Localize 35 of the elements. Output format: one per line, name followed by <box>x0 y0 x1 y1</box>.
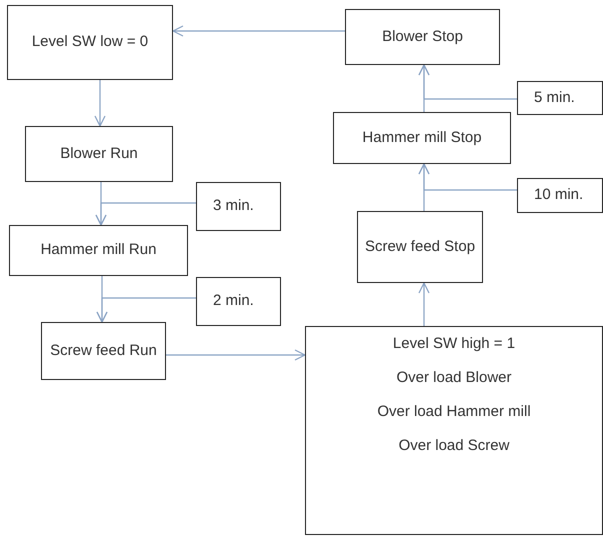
arrow <box>166 349 306 361</box>
timer-box <box>517 81 603 115</box>
condition-box <box>305 326 603 535</box>
delay-label: 5 min. <box>534 88 575 108</box>
delay-label: 2 min. <box>213 291 254 312</box>
process-box <box>9 225 188 276</box>
delay-label: 10 min. <box>534 185 584 206</box>
arrow <box>418 163 517 191</box>
step-label: Blower Stop <box>382 26 463 47</box>
arrow <box>172 25 345 37</box>
timer-box <box>196 277 281 326</box>
process-box <box>357 211 483 283</box>
arrow <box>96 297 196 323</box>
step-label: Screw feed Run <box>50 340 157 361</box>
process-box <box>41 322 166 380</box>
arrow <box>418 282 430 326</box>
timer-box <box>517 178 603 213</box>
step-label: Hammer mill Stop <box>362 128 482 148</box>
arrow <box>94 80 106 127</box>
condition-label: Over load Hammer mill <box>377 402 531 422</box>
delay-label: 3 min. <box>213 196 254 216</box>
condition-label: Level SW high = 1 <box>392 334 516 354</box>
condition-label: Over load Screw <box>398 436 510 456</box>
condition-label: Over load Blower <box>396 368 512 388</box>
arrow <box>95 202 196 226</box>
process-box <box>7 5 173 80</box>
process-box <box>345 9 500 65</box>
step-label: Hammer mill Run <box>40 240 156 260</box>
step-label: Screw feed Stop <box>364 236 476 257</box>
arrow <box>418 64 517 100</box>
step-label: Level SW low = 0 <box>32 32 148 52</box>
step-label: Blower Run <box>60 144 138 164</box>
process-box <box>25 126 173 182</box>
timer-box <box>196 182 281 231</box>
process-box <box>333 112 511 164</box>
